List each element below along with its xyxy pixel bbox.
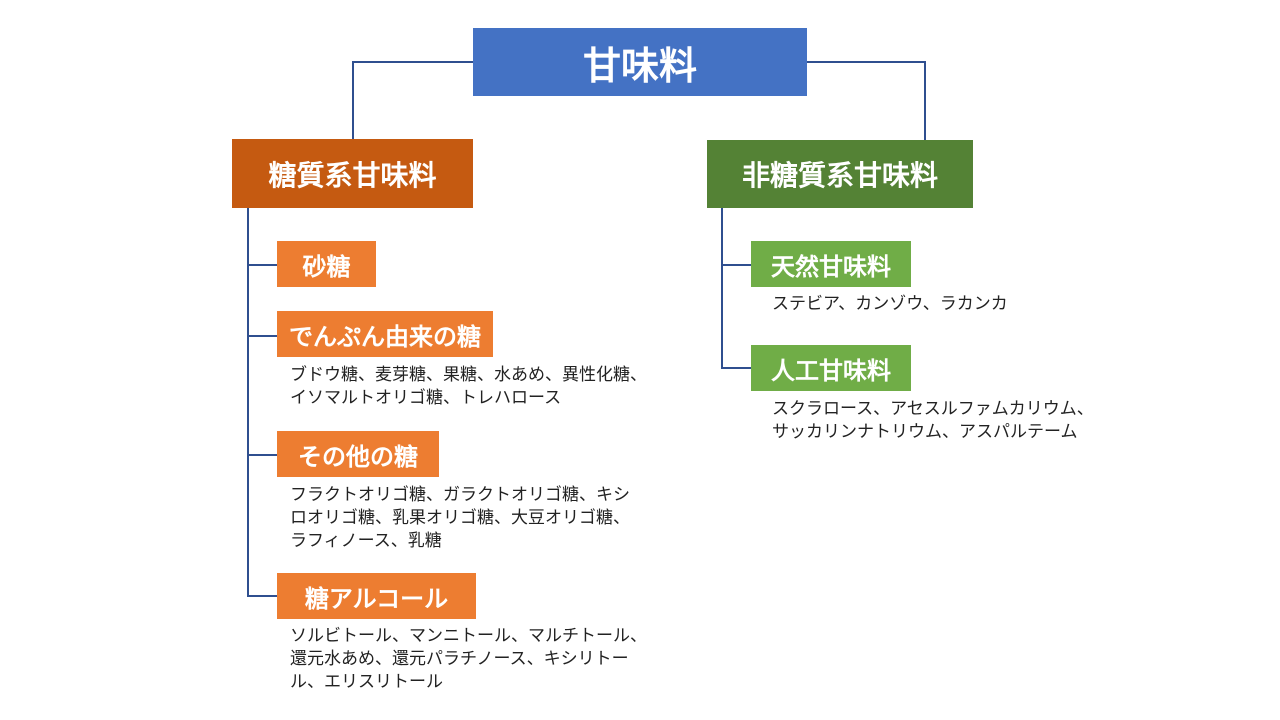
item-sugar-alcohols-desc: ソルビトール、マンニトール、マルチトール、 還元水あめ、還元パラチノース、キシリ… [290,626,647,692]
connector-right-branch-2 [721,367,751,369]
item-sucrose: 砂糖 [277,241,376,287]
connector-root-left-horizontal [352,61,473,63]
connector-right-trunk [721,208,723,368]
item-natural-sweeteners-desc: ステビア、カンゾウ、ラカンカ [772,294,1008,314]
connector-right-branch-1 [721,264,751,266]
connector-root-right-vertical [924,61,926,140]
item-other-sugars: その他の糖 [277,431,439,477]
connector-left-branch-4 [247,595,277,597]
item-starch-derived-sugars: でんぷん由来の糖 [277,311,493,357]
item-other-sugars-desc: フラクトオリゴ糖、ガラクトオリゴ糖、キシ ロオリゴ糖、乳果オリゴ糖、大豆オリゴ糖… [290,485,630,551]
connector-left-branch-3 [247,454,277,456]
root-node-sweeteners: 甘味料 [473,28,807,96]
connector-left-trunk [247,208,249,596]
item-sugar-alcohols: 糖アルコール [277,573,476,619]
item-starch-derived-sugars-desc: ブドウ糖、麦芽糖、果糖、水あめ、異性化糖、 イソマルトオリゴ糖、トレハロース [290,365,647,408]
item-artificial-sweeteners: 人工甘味料 [751,345,911,391]
connector-root-left-vertical [352,61,354,139]
category-sugar-sweeteners: 糖質系甘味料 [232,139,473,208]
item-artificial-sweeteners-desc: スクラロース、アセスルファムカリウム、 サッカリンナトリウム、アスパルテーム [772,399,1094,442]
category-non-sugar-sweeteners: 非糖質系甘味料 [707,140,973,208]
connector-root-right-horizontal [807,61,926,63]
connector-left-branch-2 [247,335,277,337]
item-natural-sweeteners: 天然甘味料 [751,241,911,287]
connector-left-branch-1 [247,264,277,266]
